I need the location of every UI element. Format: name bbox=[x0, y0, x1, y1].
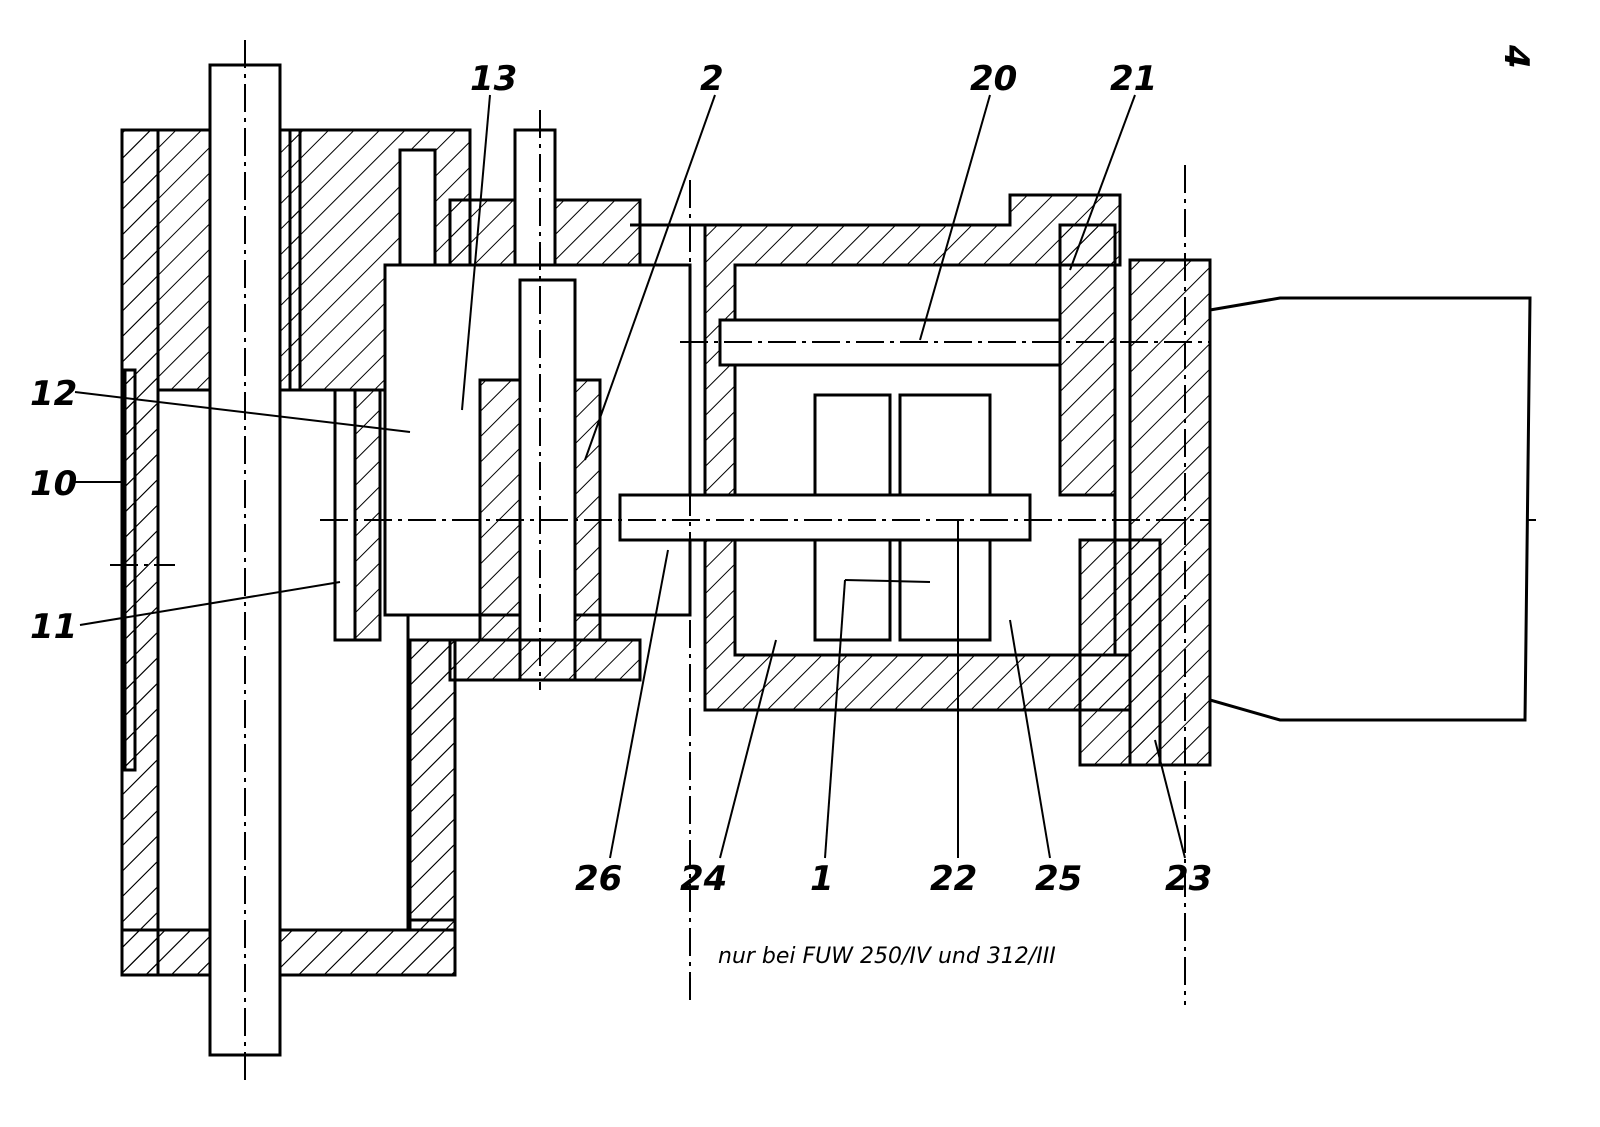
label-11: 11 bbox=[30, 607, 77, 647]
left-housing bbox=[120, 128, 457, 977]
label-20: 20 bbox=[970, 59, 1017, 99]
label-25: 25 bbox=[1035, 859, 1082, 899]
label-1: 1 bbox=[810, 859, 834, 899]
label-26: 26 bbox=[575, 859, 622, 899]
page-mark: 4 bbox=[1496, 44, 1536, 69]
horizontal-shaft-20 bbox=[680, 318, 1250, 367]
label-12: 12 bbox=[30, 374, 77, 414]
label-2: 2 bbox=[700, 59, 724, 99]
label-13: 13 bbox=[470, 59, 517, 99]
motor-block-1 bbox=[813, 393, 992, 642]
note-text: nur bei FUW 250/IV und 312/III bbox=[718, 944, 1056, 969]
label-22: 22 bbox=[930, 859, 977, 899]
label-24: 24 bbox=[680, 859, 727, 899]
cover-plate-10 bbox=[123, 368, 137, 772]
label-10: 10 bbox=[30, 464, 77, 504]
label-23: 23 bbox=[1165, 859, 1212, 899]
gear-wheel-21 bbox=[1058, 223, 1162, 767]
label-21: 21 bbox=[1110, 59, 1157, 99]
leader-lines bbox=[74, 94, 1186, 859]
output-shaft bbox=[1208, 296, 1532, 722]
vertical-shaft bbox=[208, 40, 282, 1080]
